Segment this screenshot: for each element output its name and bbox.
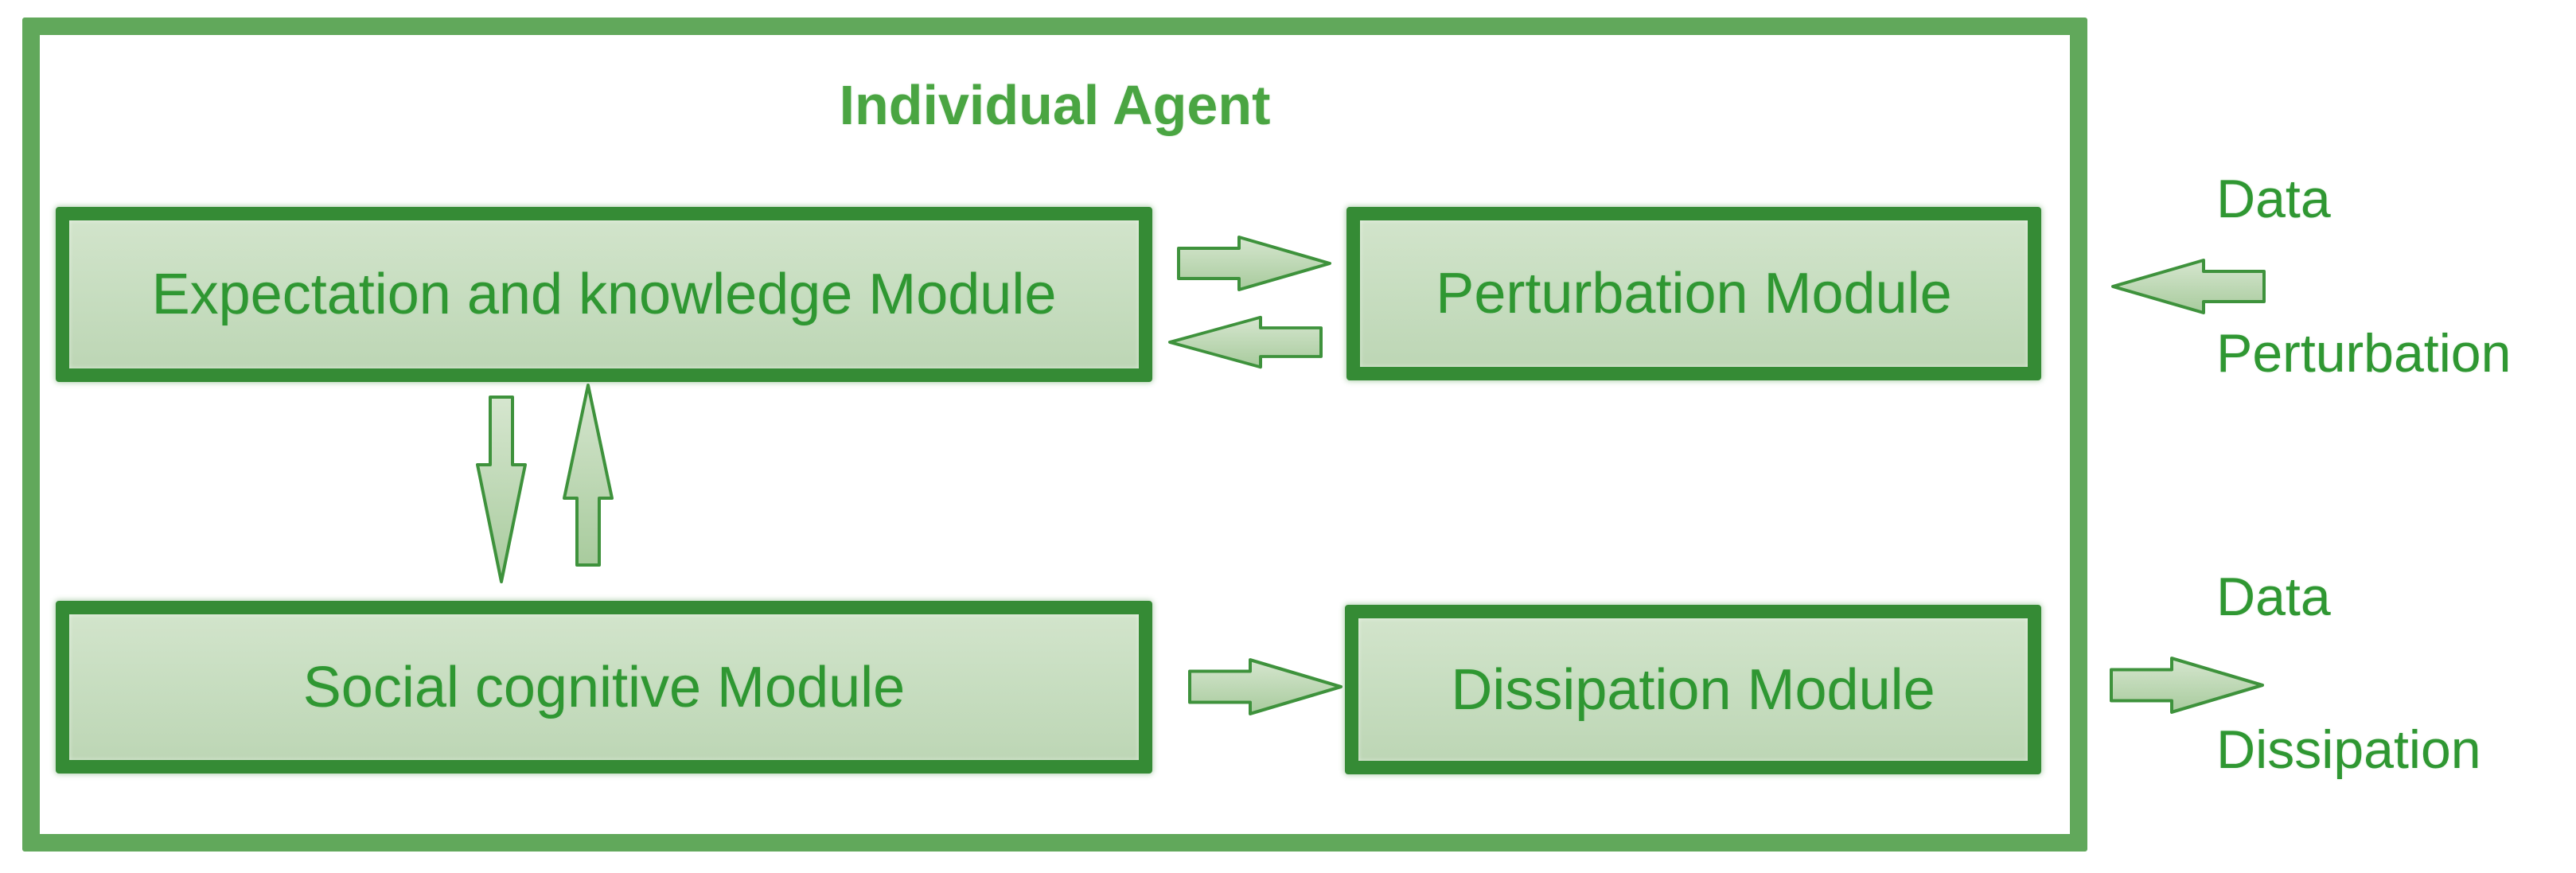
arrow-data-perturbation-input [2111,259,2266,314]
module-box-perturbation: Perturbation Module [1346,207,2041,380]
output-label-data: Data [2216,567,2331,627]
expectation-module-label: Expectation and knowledge Module [151,263,1057,326]
individual-agent-frame [22,18,2087,852]
input-label-perturbation: Perturbation [2216,323,2512,384]
input-label-data: Data [2216,169,2331,229]
arrow-perturbation-to-expectation [1168,315,1323,369]
diagram-title: Individual Agent [839,74,1271,136]
module-box-dissipation: Dissipation Module [1345,605,2041,774]
social-cognitive-module-label: Social cognitive Module [302,655,906,719]
dissipation-module-label: Dissipation Module [1451,657,1935,722]
arrow-expectation-to-social [476,396,527,583]
module-box-expectation: Expectation and knowledge Module [56,207,1152,382]
arrow-data-dissipation-output [2110,657,2264,714]
module-box-social-cognitive: Social cognitive Module [56,601,1152,774]
arrow-expectation-to-perturbation [1177,236,1331,291]
output-label-dissipation: Dissipation [2216,719,2481,780]
arrow-social-to-dissipation [1188,658,1343,715]
arrow-social-to-expectation [563,384,614,567]
perturbation-module-label: Perturbation Module [1436,262,1952,325]
